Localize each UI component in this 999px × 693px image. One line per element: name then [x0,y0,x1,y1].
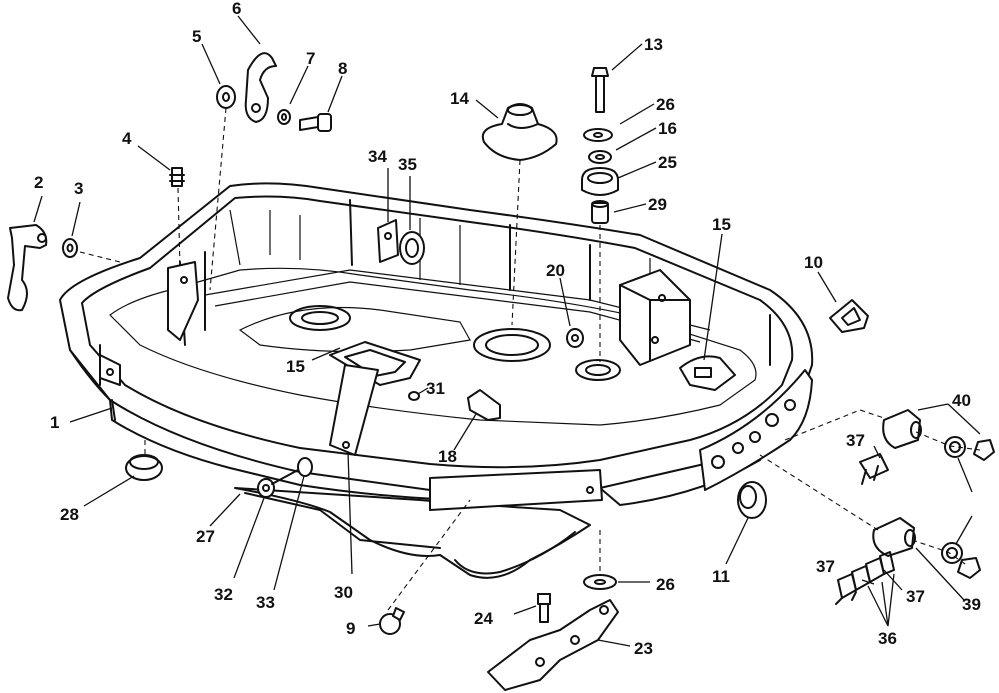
part-24-screw [537,593,551,623]
callout-29: 29 [648,195,667,214]
callout-13: 13 [644,35,663,54]
callout-1: 1 [50,413,59,432]
part-11-grommet [737,481,767,519]
callout-30: 30 [334,583,353,602]
part-10-grommet [829,299,869,333]
callout-15: 15 [286,357,305,376]
assembly-lines [79,107,981,611]
callout-35: 35 [398,155,417,174]
part-34-bracket [377,219,399,263]
callout-26-top: 26 [656,95,675,114]
callout-18: 18 [438,447,457,466]
callout-32: 32 [214,585,233,604]
callout-labels: 6 5 7 8 4 2 3 14 13 26 16 25 29 34 35 20… [34,0,981,658]
part-35-plug [399,231,425,265]
part-32-washer [257,478,275,498]
part-39-fitting-lower [872,517,916,557]
part-40-grommet-upper [944,436,966,458]
part-39-fitting-upper [882,409,922,449]
part-36-wire-terminals [835,551,895,605]
callout-9: 9 [346,619,355,638]
callout-25: 25 [658,153,677,172]
part-26-washer-upper [583,128,613,142]
callout-6: 6 [232,0,241,18]
callout-2: 2 [34,173,43,192]
callout-27: 27 [196,527,215,546]
leader-lines [33,15,981,647]
lower-cowl-pan [59,182,814,579]
part-33-screw [271,457,313,485]
part-37-terminal-upper [859,453,889,485]
callout-24: 24 [474,609,493,628]
part-2-shift-lever [7,224,48,312]
callout-3: 3 [74,179,83,198]
callout-39: 40 [952,391,971,410]
part-31-nut [408,391,420,401]
part-7-lockwasher [277,109,291,125]
part-26-washer-lower [583,574,617,590]
callout-33: 33 [256,593,275,612]
part-20-washer [566,328,584,348]
callout-12: 15 [712,215,731,234]
callout-36: 36 [878,629,897,648]
part-40-grommet-lower [941,542,963,564]
callout-20: 20 [546,261,565,280]
callout-37-lower-left: 37 [816,557,835,576]
callout-11: 11 [712,567,730,586]
part-29-sleeve [591,200,609,224]
part-4-grease-fitting [169,167,185,187]
callout-37-lower-right: 37 [906,587,925,606]
callout-26-bottom: 26 [656,575,675,594]
part-38-nut-upper [973,439,995,461]
part-3-washer [62,238,78,258]
part-6-latch-hook [244,52,277,123]
part-25-mount [581,167,619,196]
callout-4: 4 [122,129,132,148]
part-23-bracket [487,599,619,691]
callout-31: 31 [426,379,445,398]
part-14-boot [481,103,558,161]
callout-16: 16 [658,119,677,138]
part-9-plug [379,607,405,635]
part-13-bolt [591,67,609,113]
callout-14: 14 [450,89,469,108]
callout-28: 28 [60,505,79,524]
part-8-screw [299,113,332,132]
callout-5: 5 [192,27,201,46]
callout-37-upper: 37 [846,431,865,450]
part-5-washer [216,85,236,109]
callout-34: 34 [368,147,387,166]
callout-23: 23 [634,639,653,658]
callout-10: 10 [804,253,823,272]
part-16-washer [588,150,612,164]
part-28-grommet [125,454,163,481]
callout-8: 8 [338,59,347,78]
callout-38: 39 [962,595,981,614]
callout-7: 7 [306,49,315,68]
